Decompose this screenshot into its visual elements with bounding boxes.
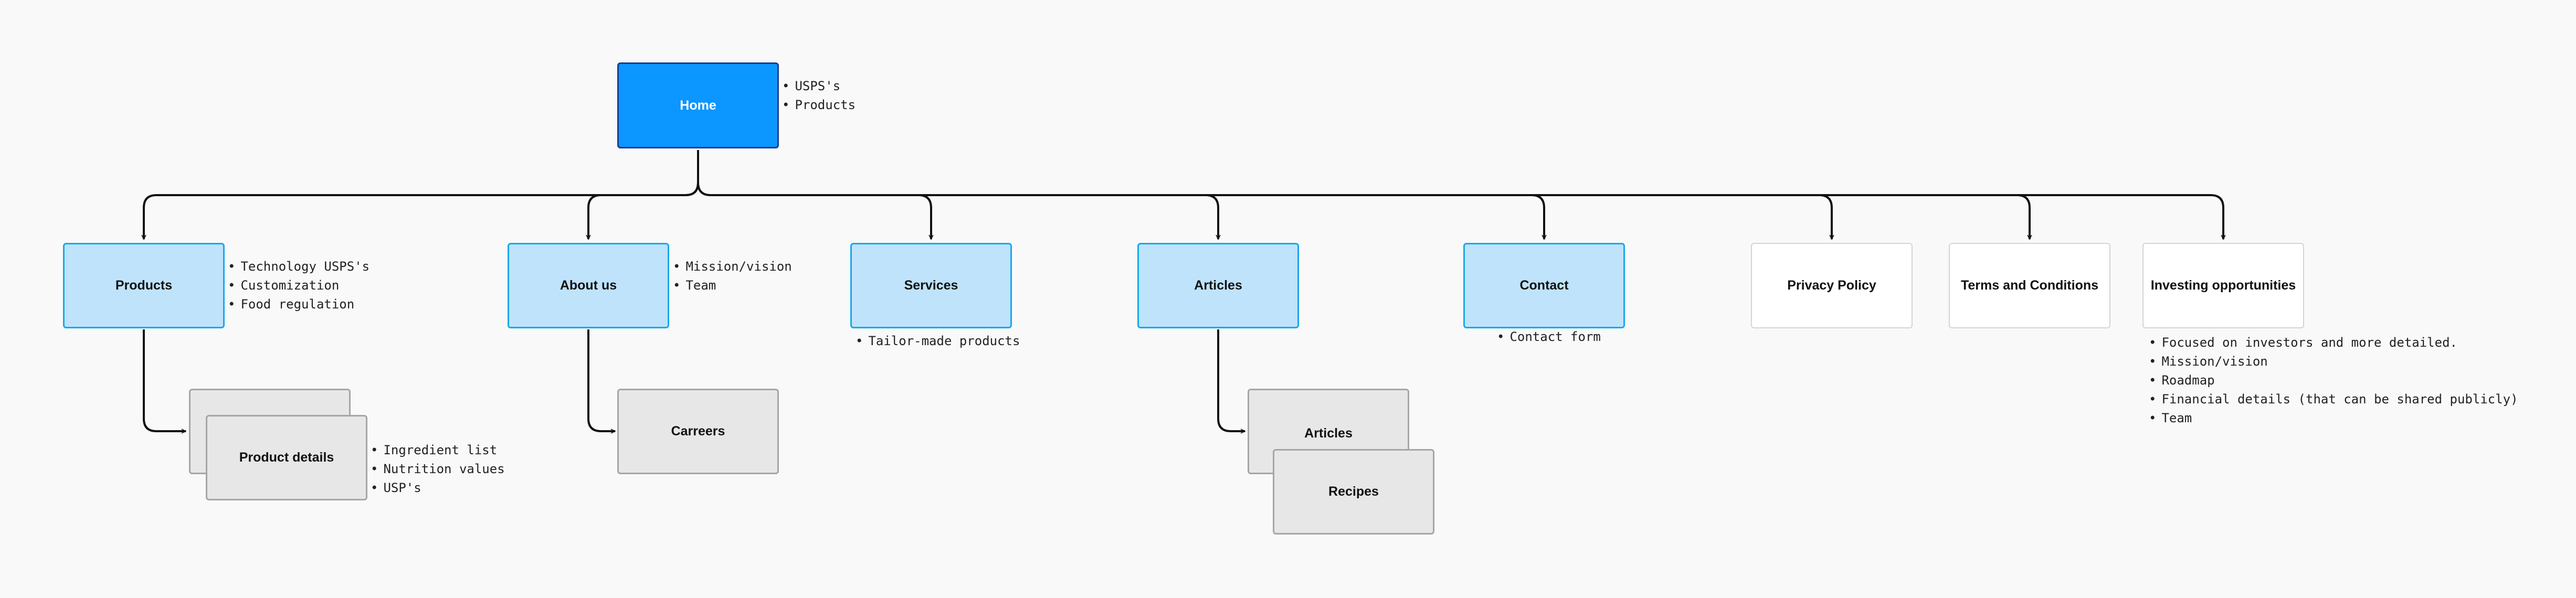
note-item: Mission/vision [673, 257, 791, 276]
note-item: Team [673, 276, 792, 295]
connector-investing [2210, 194, 2223, 239]
node-contact: Contact [1463, 243, 1625, 328]
connector-products [144, 182, 699, 239]
node-recipes: Recipes [1273, 449, 1434, 535]
connector-articles-sub [1217, 329, 1245, 431]
note-item: Food regulation [228, 295, 369, 314]
connector-product-details [143, 329, 186, 431]
node-investing-opportunities: Investing opportunities [2142, 243, 2304, 328]
note-item: USPS's [782, 77, 856, 95]
connector-privacy [1819, 194, 1832, 239]
connector-articles [1205, 194, 1218, 239]
notes-investing-opportunities: Focused on investors and more detailed. … [2149, 333, 2518, 428]
connector-carreers [587, 329, 615, 431]
node-articles: Articles [1137, 243, 1299, 328]
node-product-details: Product details [206, 415, 367, 500]
note-item: Focused on investors and more detailed. [2149, 333, 2518, 352]
notes-about-us: Mission/vision Team [673, 257, 792, 295]
note-item: Financial details (that can be shared pu… [2149, 390, 2518, 409]
notes-services: Tailor-made products [856, 332, 1020, 350]
note-item: Products [782, 95, 856, 114]
note-item: Roadmap [2149, 371, 2518, 390]
note-item: Team [2149, 409, 2518, 428]
node-carreers: Carreers [617, 389, 779, 474]
node-services: Services [850, 243, 1012, 328]
note-item: Nutrition values [371, 460, 504, 478]
note-item: Tailor-made products [856, 332, 1020, 350]
note-item: Ingredient list [371, 441, 505, 460]
notes-product-details: Ingredient list Nutrition values USP's [371, 441, 505, 497]
notes-products: Technology USPS's Customization Food reg… [228, 257, 369, 314]
note-item: Mission/vision [2149, 352, 2518, 371]
notes-home: USPS's Products [782, 77, 856, 114]
connector-home-hub [697, 150, 2211, 196]
connector-contact [1531, 194, 1544, 239]
notes-contact: Contact form [1497, 327, 1600, 346]
node-products: Products [63, 243, 225, 328]
node-home: Home [617, 62, 779, 148]
connector-about [588, 182, 699, 239]
connector-services [918, 194, 931, 239]
note-item: Customization [228, 276, 369, 295]
note-item: Technology USPS's [228, 257, 369, 276]
note-item: Contact form [1497, 327, 1600, 346]
connector-terms [2017, 194, 2030, 239]
note-item: USP's [371, 478, 505, 497]
node-about-us: About us [508, 243, 669, 328]
node-terms-and-conditions: Terms and Conditions [1949, 243, 2110, 328]
node-privacy-policy: Privacy Policy [1751, 243, 1913, 328]
